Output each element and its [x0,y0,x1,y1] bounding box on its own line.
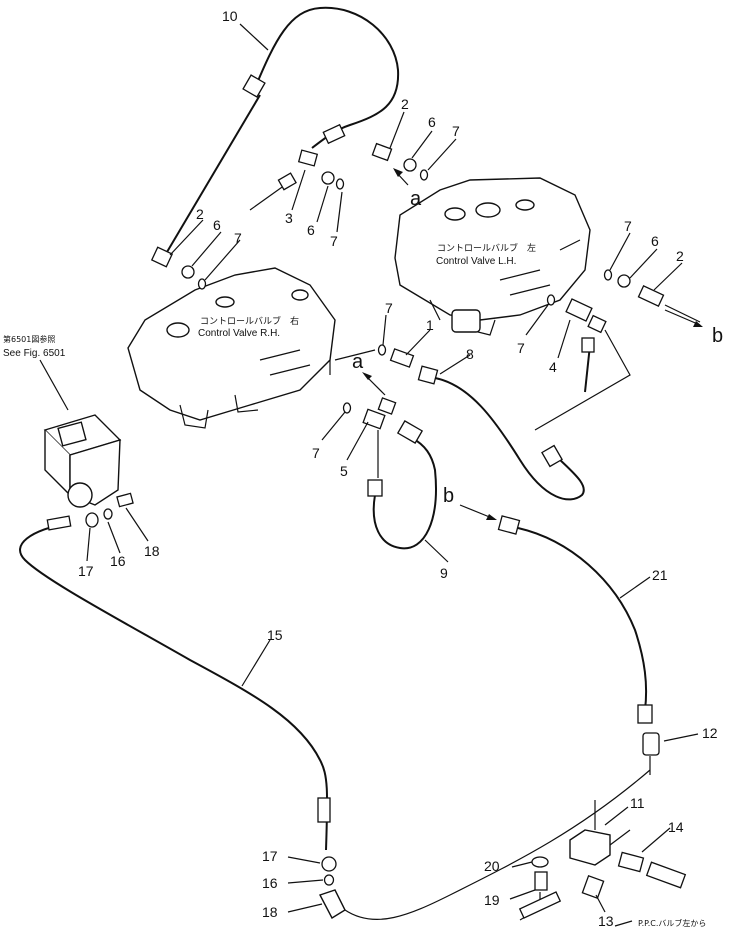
callout-20: 20 [484,858,500,874]
fittings-right [534,269,701,431]
marker-b-right: b [712,325,723,347]
marker-a-top: a [410,188,422,210]
callout-2-right: 2 [676,248,684,264]
callout-numbers: 10 2 6 7 3 6 7 2 6 7 7 6 2 1 7 7 4 8 7 5… [78,8,718,929]
callout-2-left: 2 [196,206,204,222]
callout-16-b: 16 [262,875,278,891]
callout-16-a: 16 [110,553,126,569]
hose-8 [417,365,585,501]
callout-18-a: 18 [144,543,160,559]
callout-6-right: 6 [651,233,659,249]
callout-19: 19 [484,892,500,908]
hose-9 [367,420,437,550]
callout-12: 12 [702,725,718,741]
callout-7-lh: 7 [517,340,525,356]
arrows [362,168,703,520]
callout-7-right: 7 [624,218,632,234]
callout-4: 4 [549,359,557,375]
callout-11: 11 [630,795,645,811]
callout-6-left: 6 [213,217,221,233]
callout-17-a: 17 [78,563,94,579]
callout-6-top: 6 [428,114,436,130]
see-fig-leader [39,359,69,411]
callout-7-left: 7 [234,230,242,246]
valve-lh-en-label: Control Valve L.H. [436,256,516,267]
callout-18-b: 18 [262,904,278,920]
valve-rh-jp-label: コントロールバルブ 右 [200,315,299,327]
hose-21 [497,515,653,724]
callout-7-mid: 7 [330,233,338,249]
callout-21: 21 [652,567,668,583]
leader-lines [86,23,699,927]
marker-a-center: a [352,351,364,373]
callout-1: 1 [426,317,434,333]
fittings-upper [150,142,429,290]
hose-10 [166,6,400,253]
ppc-valve-note: P.P.C.バルブ左から [638,918,706,928]
callout-14: 14 [668,819,684,835]
callout-10: 10 [222,8,238,24]
control-valve-lh [394,177,591,336]
callout-5: 5 [340,463,348,479]
callout-15: 15 [267,627,283,643]
callout-3: 3 [285,210,293,226]
control-valve-rh [127,267,336,429]
callout-8: 8 [466,346,474,362]
see-fig-jp: 第6501図参照 [3,334,55,344]
callout-6-mid: 6 [307,222,315,238]
callout-13: 13 [598,913,614,929]
lower-assembly [318,732,687,921]
callout-7-low: 7 [312,445,320,461]
callout-7-top: 7 [452,123,460,139]
callout-17-b: 17 [262,848,278,864]
valve-rh-en-label: Control Valve R.H. [198,328,280,339]
callout-2-top: 2 [401,96,409,112]
see-fig-en: See Fig. 6501 [3,348,66,359]
callout-9: 9 [440,565,448,581]
marker-b-center: b [443,485,454,507]
fittings-center [329,344,415,430]
bracket-block [43,414,134,508]
hose-15 [19,508,331,851]
valve-lh-jp-label: コントロールバルブ 左 [437,242,536,254]
callout-7-center: 7 [385,300,393,316]
